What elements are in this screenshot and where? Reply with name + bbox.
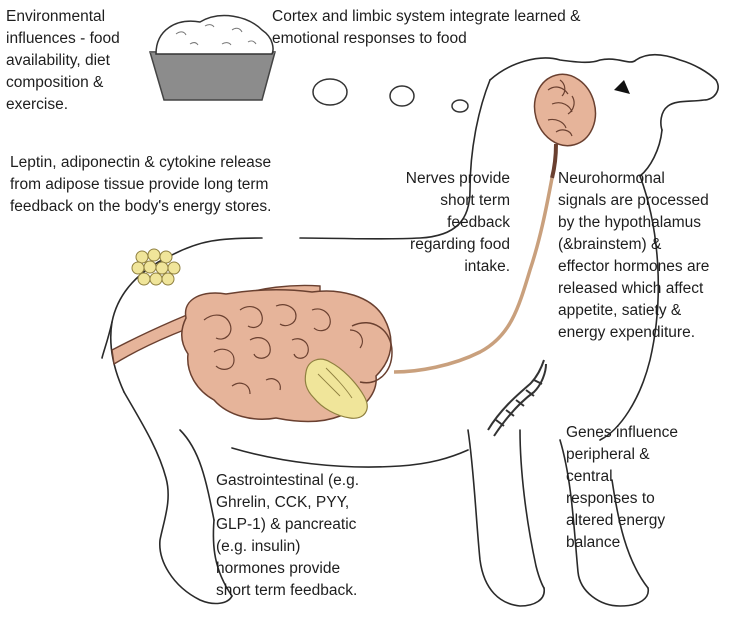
genes-label: Genes influence peripheral & central res… xyxy=(566,422,678,554)
dna-helix-icon xyxy=(488,360,546,436)
nerves-label: Nerves provide short term feedback regar… xyxy=(380,168,510,278)
gastrointestinal-label: Gastrointestinal (e.g. Ghrelin, CCK, PYY… xyxy=(216,470,359,602)
brain-icon xyxy=(527,67,604,178)
dog-eye-icon xyxy=(614,80,630,94)
thought-bubble-large xyxy=(313,79,347,105)
adipose-label: Leptin, adiponectin & cytokine release f… xyxy=(10,152,271,218)
environment-label: Environmental influences - food availabi… xyxy=(6,6,120,116)
hypothalamus-label: Neurohormonal signals are processed by t… xyxy=(558,168,709,344)
cortex-label: Cortex and limbic system integrate learn… xyxy=(272,6,580,50)
food-bowl-icon xyxy=(150,16,275,100)
thought-bubble-medium xyxy=(390,86,414,106)
thought-bubble-small xyxy=(452,100,468,112)
